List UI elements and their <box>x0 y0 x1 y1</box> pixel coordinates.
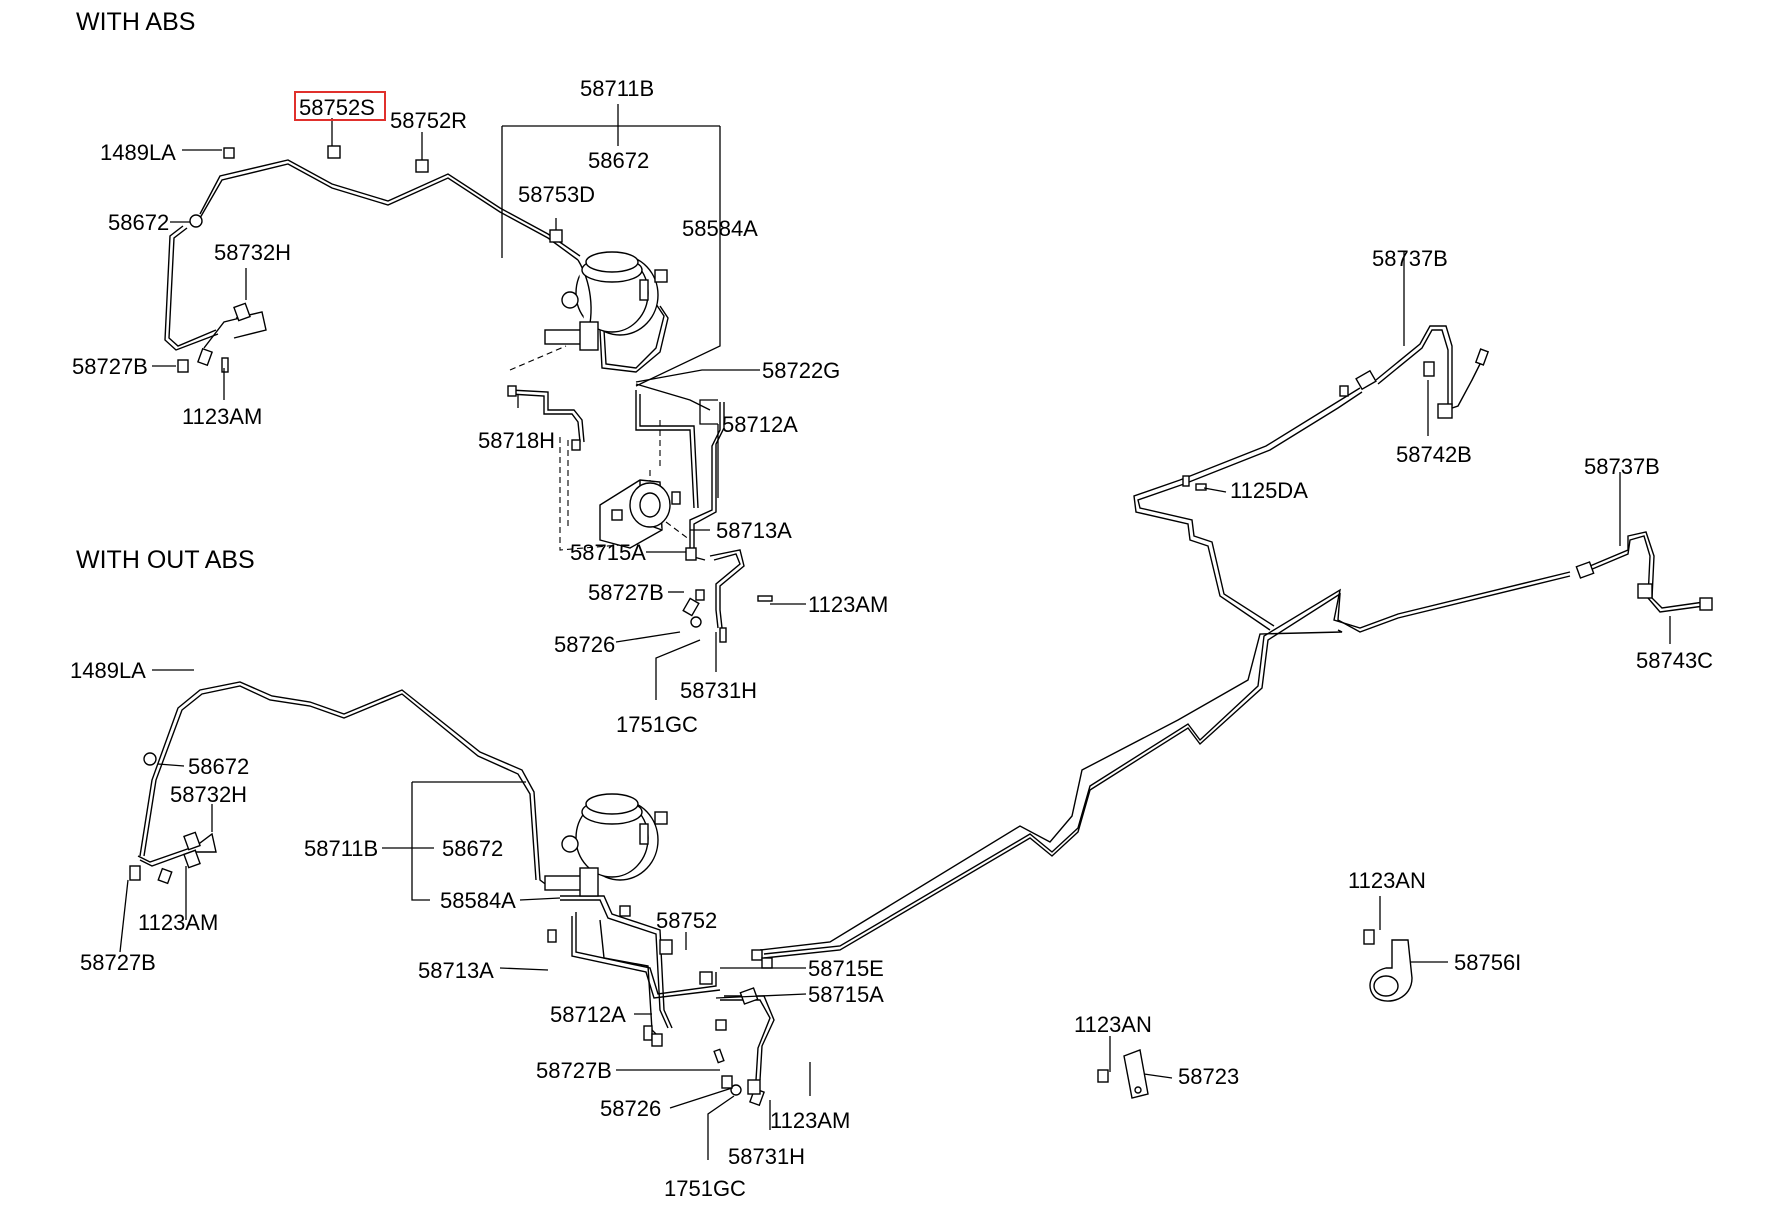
label-58715e[interactable]: 58715E <box>808 956 884 981</box>
label-58756i[interactable]: 58756I <box>1454 950 1521 975</box>
label-1123am-bottom[interactable]: 1123AM <box>770 1108 850 1133</box>
label-58727b-top[interactable]: 58727B <box>588 580 664 605</box>
part-labels: 58752S 58752R 58711B 58672 1489LA 58672 … <box>70 76 1713 1201</box>
label-58752[interactable]: 58752 <box>656 908 717 933</box>
label-1751gc-top[interactable]: 1751GC <box>616 712 698 737</box>
label-58731h-bottom[interactable]: 58731H <box>728 1144 805 1169</box>
highlight-box <box>294 91 386 121</box>
label-58712a-bottom[interactable]: 58712A <box>550 1002 626 1027</box>
label-58584a-bottom[interactable]: 58584A <box>440 888 516 913</box>
label-58713a-bottom[interactable]: 58713A <box>418 958 494 983</box>
label-1489la-top[interactable]: 1489LA <box>100 140 176 165</box>
label-1751gc-bottom[interactable]: 1751GC <box>664 1176 746 1201</box>
label-58752s[interactable]: 58752S <box>299 95 375 120</box>
label-58727b-bottom-left[interactable]: 58727B <box>80 950 156 975</box>
label-58711b-bottom[interactable]: 58711B <box>304 836 378 861</box>
rear-brake-pipes <box>759 325 1705 959</box>
label-58752r[interactable]: 58752R <box>390 108 467 133</box>
label-58712a-top[interactable]: 58712A <box>722 412 798 437</box>
label-58737b-right[interactable]: 58737B <box>1584 454 1660 479</box>
label-58672-left-top[interactable]: 58672 <box>108 210 169 235</box>
label-58732h-bottom[interactable]: 58732H <box>170 782 247 807</box>
brake-booster-non-abs <box>544 793 668 897</box>
label-1123am-bottom-left[interactable]: 1123AM <box>138 910 218 935</box>
label-58584a-top[interactable]: 58584A <box>682 216 758 241</box>
brake-booster-abs <box>544 251 668 351</box>
section-title-with-abs: WITH ABS <box>76 8 195 36</box>
label-58672-bottom[interactable]: 58672 <box>442 836 503 861</box>
leader-lines <box>119 104 1671 1160</box>
bracket-58756i <box>1363 929 1413 1002</box>
label-1489la-bottom[interactable]: 1489LA <box>70 658 146 683</box>
label-1123an-right[interactable]: 1123AN <box>1348 868 1426 893</box>
label-58722g[interactable]: 58722G <box>762 358 840 383</box>
label-58723[interactable]: 58723 <box>1178 1064 1239 1089</box>
label-58743c[interactable]: 58743C <box>1636 648 1713 673</box>
abs-brake-pipes <box>164 159 745 629</box>
label-58727b-bottom[interactable]: 58727B <box>536 1058 612 1083</box>
label-58715a-bottom[interactable]: 58715A <box>808 982 884 1007</box>
label-1125da[interactable]: 1125DA <box>1230 478 1308 503</box>
label-58713a-top[interactable]: 58713A <box>716 518 792 543</box>
label-58731h-top[interactable]: 58731H <box>680 678 757 703</box>
label-58672-bottom-left[interactable]: 58672 <box>188 754 249 779</box>
label-58727b-top-left[interactable]: 58727B <box>72 354 148 379</box>
label-58753d[interactable]: 58753D <box>518 182 595 207</box>
rear-fittings <box>751 348 1713 969</box>
label-58732h-top[interactable]: 58732H <box>214 240 291 265</box>
label-58737b-top[interactable]: 58737B <box>1372 246 1448 271</box>
label-58742b[interactable]: 58742B <box>1396 442 1472 467</box>
label-58726-top[interactable]: 58726 <box>554 632 615 657</box>
label-1123an-bottom[interactable]: 1123AN <box>1074 1012 1152 1037</box>
label-58718h[interactable]: 58718H <box>478 428 555 453</box>
label-58711b-top[interactable]: 58711B <box>580 76 654 101</box>
label-58726-bottom[interactable]: 58726 <box>600 1096 661 1121</box>
section-title-without-abs: WITH OUT ABS <box>76 546 255 574</box>
abs-modulator-unit <box>599 479 681 549</box>
label-1123am-top[interactable]: 1123AM <box>808 592 888 617</box>
label-1123am-top-left[interactable]: 1123AM <box>182 404 262 429</box>
label-58672-top[interactable]: 58672 <box>588 148 649 173</box>
bracket-58723 <box>1097 1049 1149 1099</box>
label-58715a-top[interactable]: 58715A <box>570 540 646 565</box>
